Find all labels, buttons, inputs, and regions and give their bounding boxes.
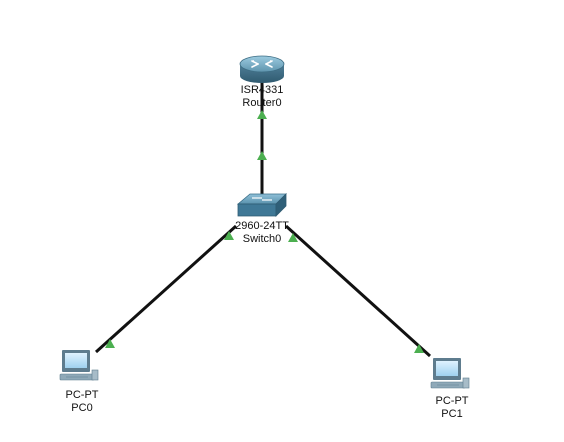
link-up-indicator (257, 151, 267, 160)
link-up-indicator (224, 231, 234, 240)
router-icon[interactable] (239, 55, 285, 83)
link-up-indicator (288, 233, 298, 242)
router0-model-label: ISR4331 (240, 84, 284, 96)
switch0-name-label: Switch0 (242, 233, 282, 245)
pc-icon[interactable] (59, 350, 99, 381)
link-switch0-pc0[interactable] (94, 224, 238, 354)
link-up-indicator (105, 339, 115, 348)
router0-name-label: Router0 (242, 97, 282, 109)
switch-icon[interactable] (236, 193, 287, 217)
pc0-model-label: PC-PT (65, 389, 99, 401)
link-up-indicator (257, 110, 267, 119)
pc0-name-label: PC0 (71, 402, 93, 414)
link-switch0-pc1[interactable] (284, 224, 432, 358)
pc1-name-label: PC1 (441, 408, 463, 420)
pc-icon[interactable] (430, 358, 470, 389)
pc1-model-label: PC-PT (435, 395, 469, 407)
switch0-model-label: 2960-24TT (235, 220, 289, 232)
link-up-indicator (414, 344, 424, 353)
